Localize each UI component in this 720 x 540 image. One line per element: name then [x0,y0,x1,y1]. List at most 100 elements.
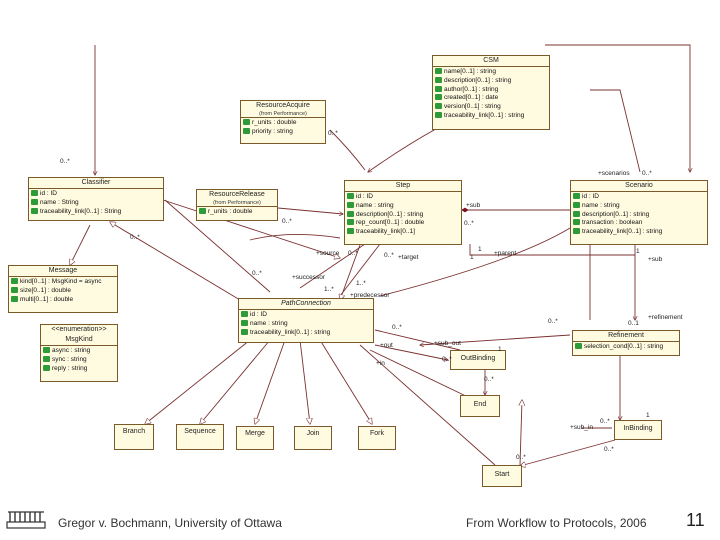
attribute: id : ID [31,190,161,199]
class-name: ResourceAcquire [256,102,310,109]
class-merge[interactable]: Merge [236,426,274,450]
multiplicity-label: 1 [646,412,650,419]
attribute-icon [11,295,18,302]
role-label: +sub [466,202,481,209]
attribute-icon [347,228,354,235]
multiplicity-label: 0..* [464,220,474,227]
class-path-connection[interactable]: PathConnection id : ID name : string tra… [238,298,374,343]
class-fork[interactable]: Fork [358,426,396,450]
class-message[interactable]: Message kind[0..1] : MsgKind = async siz… [8,265,118,313]
attribute: traceability_link[0..1] : String [31,207,161,217]
class-classifier[interactable]: Classifier id : ID name : String traceab… [28,177,164,221]
class-end[interactable]: End [460,395,500,417]
attribute-icon [573,219,580,226]
role-label: +source [316,250,340,257]
attribute-icon [575,343,582,349]
class-csm[interactable]: CSM name[0..1] : string description[0..1… [432,55,550,130]
attribute-icon [435,94,442,101]
attribute-icon [11,286,18,293]
attribute: description[0..1] : string [573,210,705,220]
attribute-icon [31,207,38,214]
attribute: rep_count[0..1] : double [347,219,459,228]
multiplicity-label: 0..* [642,170,652,177]
multiplicity-label: 1..* [356,280,366,287]
attribute: name : string [347,201,459,211]
class-resource-release[interactable]: ResourceRelease (from Performance) r_uni… [196,189,278,221]
attribute: r_units : double [199,208,275,217]
attribute: async : string [43,347,115,356]
multiplicity-label: 0..* [442,356,452,363]
attribute: name[0..1] : string [435,68,547,77]
attribute: transaction : boolean [573,219,705,228]
class-start[interactable]: Start [482,465,522,487]
class-name: Merge [245,430,265,437]
attribute-icon [241,328,248,335]
attribute-icon [573,210,580,217]
attribute-icon [43,355,50,362]
page-number: 11 [686,510,705,530]
attribute-icon [241,311,248,317]
multiplicity-label: 1..* [324,286,334,293]
attribute: reply : string [43,364,115,374]
role-label: +in [376,360,385,367]
multiplicity-label: 0..* [130,234,140,241]
class-name: Sequence [184,428,216,435]
class-name: PathConnection [239,299,373,310]
class-branch[interactable]: Branch [114,424,154,450]
class-out-binding[interactable]: OutBinding [450,350,506,370]
attribute-icon [199,208,206,214]
class-scenario[interactable]: Scenario id : ID name : string descripti… [570,180,708,245]
class-name: Fork [370,430,384,437]
role-label: +sub_out [434,340,461,347]
multiplicity-label: 0..* [60,158,70,165]
class-name: Scenario [571,181,707,192]
attribute: id : ID [241,311,371,320]
role-label: +scenarios [598,170,630,177]
attribute: size[0..1] : double [11,286,115,296]
attribute-icon [435,85,442,92]
multiplicity-label: 0..* [548,318,558,325]
class-sequence[interactable]: Sequence [176,424,224,450]
attribute: selection_cond[0..1] : string [575,343,677,352]
class-stereotype: <<enumeration>> [51,326,107,333]
multiplicity-label: 1 [636,248,640,255]
multiplicity-label: 0..* [348,250,358,257]
role-label: +successor [292,274,326,281]
attribute: traceability_link[0..1] : string [435,111,547,121]
multiplicity-label: 1 [478,246,482,253]
class-in-binding[interactable]: InBinding [614,420,662,440]
attribute-icon [43,347,50,353]
role-label: +target [398,254,419,261]
class-name: Classifier [29,178,163,189]
multiplicity-label: 0..* [484,376,494,383]
class-step[interactable]: Step id : ID name : string description[0… [344,180,462,245]
attribute: traceability_link[0..1] : string [573,228,705,237]
class-refinement[interactable]: Refinement selection_cond[0..1] : string [572,330,680,356]
class-stereotype: (from Performance) [241,111,325,118]
class-resource-acquire[interactable]: ResourceAcquire (from Performance) r_uni… [240,100,326,144]
attribute: traceability_link[0..1] : string [241,328,371,338]
attribute-icon [243,127,250,134]
attribute: sync : string [43,355,115,365]
attribute: kind[0..1] : MsgKind = async [11,278,115,287]
attribute: id : ID [347,193,459,202]
class-msg-kind[interactable]: <<enumeration>> MsgKind async : string s… [40,324,118,382]
attribute: priority : string [243,127,323,137]
footer-author: Gregor v. Bochmann, University of Ottawa [58,516,282,530]
class-join[interactable]: Join [294,426,332,450]
attribute: r_units : double [243,119,323,128]
attribute: multi[0..1] : double [11,295,115,305]
class-name: MsgKind [41,335,117,346]
class-name: Refinement [573,331,679,342]
role-label: +parent [494,250,517,257]
attribute-icon [435,111,442,118]
footer-title: From Workflow to Protocols, 2006 [466,516,647,530]
attribute: name : string [241,319,371,329]
attribute-icon [573,201,580,208]
attribute: name : String [31,198,161,208]
role-label: +sub [648,256,663,263]
attribute-icon [347,201,354,208]
multiplicity-label: 0..* [392,324,402,331]
class-name: InBinding [623,425,653,432]
attribute: traceability_link[0..1] [347,228,459,237]
